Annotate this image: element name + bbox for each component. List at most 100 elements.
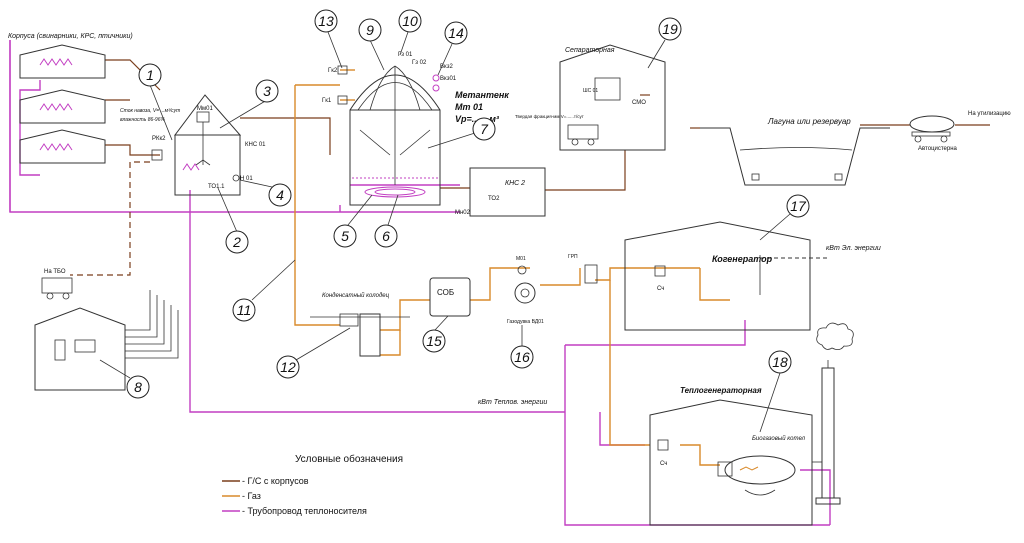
screw-separator-label: ШС 01 [583, 88, 598, 94]
callout-15 [422, 329, 446, 353]
smo-label: СМО [632, 100, 646, 106]
lagoon-label: Лагуна или резервуар [767, 117, 851, 126]
callouts: 1 2 3 4 5 6 7 8 9 10 11 12 [99, 9, 810, 433]
callout-label-11: 11 [237, 302, 252, 318]
callout-5 [333, 224, 357, 248]
disposal-label: На утилизацию [968, 111, 1011, 117]
heat-carrier-pipes [9, 40, 831, 526]
valve-label-vp01: Вкз01 [440, 76, 457, 82]
legend: Условные обозначения - Г/С с корпусов - … [222, 453, 403, 516]
tank-truck: Автоцистерна На утилизацию [909, 111, 1011, 152]
heat-generator-house: Теплогенераторная Биогазовый котел Сч [649, 386, 813, 526]
condensate-well-label: Конденсатный колодец [322, 292, 390, 299]
callout-label-10: 10 [402, 13, 418, 29]
callout-label-9: 9 [366, 22, 374, 38]
callout-label-18: 18 [772, 354, 788, 370]
smoke-cloud [816, 322, 854, 350]
gas-meter-label-1: Сч [657, 286, 664, 292]
tank-truck-label: Автоцистерна [918, 146, 958, 152]
callout-label-12: 12 [280, 359, 296, 375]
callout-label-8: 8 [134, 379, 142, 395]
gas-valve-label-gz01: Гз 01 [398, 52, 413, 58]
callout-18 [768, 350, 792, 374]
methane-tank-volume: Vр=.......м³ [455, 114, 500, 124]
gas-pipes [294, 69, 730, 466]
legend-label-slurry: - Г/С с корпусов [242, 476, 309, 486]
callout-3 [255, 79, 279, 103]
callout-label-1: 1 [146, 67, 154, 83]
callout-label-4: 4 [276, 187, 284, 203]
cogenerator-label: Когенератор [712, 254, 773, 264]
callout-label-3: 3 [263, 83, 271, 99]
methane-tank-title: Метантенк [455, 90, 509, 100]
slurry-pipes [105, 59, 990, 191]
manometer-label: М01 [516, 256, 526, 262]
gas-cleaning-label: СОБ [437, 288, 454, 297]
callout-label-19: 19 [662, 21, 678, 37]
biogas-boiler-label: Биогазовый котел [752, 435, 806, 442]
pump-station-2-label: КНС 2 [505, 180, 525, 187]
callout-label-15: 15 [426, 333, 442, 349]
gas-blower: М01 Газодувка ВД01 ГРП [507, 254, 598, 325]
mixer-label-mm01: Мм01 [197, 106, 213, 112]
gas-sensor-label-gk2: Гк2 [328, 68, 338, 74]
callout-11 [232, 298, 256, 322]
legend-label-heat: - Трубопровод теплоносителя [242, 506, 367, 516]
callout-14 [444, 21, 468, 45]
callout-label-14: 14 [448, 25, 464, 41]
callout-7 [472, 117, 496, 141]
pump-label-mn02: Мн02 [455, 210, 471, 216]
callout-10 [398, 9, 422, 33]
barn-1 [19, 44, 106, 79]
callout-label-6: 6 [382, 228, 390, 244]
methane-tank-id: Мт 01 [455, 102, 483, 112]
barn-2 [19, 89, 106, 124]
moisture-label: влажность 86-96% [120, 117, 165, 123]
chimney [812, 322, 854, 505]
livestock-buildings-label: Корпуса (свинарники, КРС, птичники) [8, 33, 133, 40]
gas-meter-label-2: Сч [660, 461, 667, 467]
callout-1 [138, 63, 162, 87]
legend-label-gas: - Газ [242, 491, 261, 501]
livestock-buildings: Корпуса (свинарники, КРС, птичники) [8, 33, 133, 164]
callout-8 [126, 375, 150, 399]
electric-energy-label: кВт Эл. энергии [826, 245, 881, 252]
callout-label-5: 5 [341, 228, 349, 244]
lagoon: Лагуна или резервуар [700, 117, 890, 186]
methane-tank: Гк2 Гк1 Гз 01 Гз 02 Вкз2 Вкз01 Метантенк… [322, 52, 509, 206]
callout-label-7: 7 [480, 121, 489, 137]
callout-17 [786, 194, 810, 218]
legend-title: Условные обозначения [295, 453, 403, 465]
gas-regulator-label: ГРП [568, 254, 578, 260]
valve-label-vp02: Вкз2 [440, 64, 453, 70]
heat-exchanger-label-to2: ТО2 [488, 196, 500, 202]
heat-exchanger-label-to11: ТО1.1 [208, 184, 225, 190]
barn-3 [19, 129, 106, 164]
callout-2 [225, 230, 249, 254]
receiving-tank: Сток навоза, V= ...м³/сут влажность 86-9… [120, 94, 266, 196]
gas-sensor-label-gk1: Гк1 [322, 98, 332, 104]
valve-label-rkk2: РКк2 [152, 136, 166, 142]
cogenerator-building: Когенератор кВт Эл. энергии Сч [624, 221, 881, 331]
callout-9 [358, 18, 382, 42]
separator-house: Сепараторная ШС 01 СМО Твердая фракция-м… [515, 44, 666, 151]
manure-flow-label: Сток навоза, V= ...м³/сут [120, 108, 180, 114]
callout-19 [658, 17, 682, 41]
callout-4 [268, 183, 292, 207]
callout-12 [276, 355, 300, 379]
heat-generator-house-label: Теплогенераторная [680, 386, 762, 395]
callout-6 [374, 224, 398, 248]
pump-label-n01: Н 01 [240, 176, 253, 182]
callout-13 [314, 9, 338, 33]
pump-station-2: КНС 2 ТО2 Мн02 [455, 167, 546, 217]
heat-consumer-building [34, 290, 179, 391]
separator-house-label: Сепараторная [565, 47, 615, 54]
callout-label-16: 16 [514, 349, 530, 365]
heat-energy-label: кВт Теплов. энергии [478, 399, 547, 406]
dashed-lines [70, 161, 830, 413]
callout-label-17: 17 [790, 198, 807, 214]
pump-label-khns01: КНС 01 [245, 142, 266, 148]
callout-16 [510, 345, 534, 369]
waste-truck: На ТБО [41, 269, 73, 300]
